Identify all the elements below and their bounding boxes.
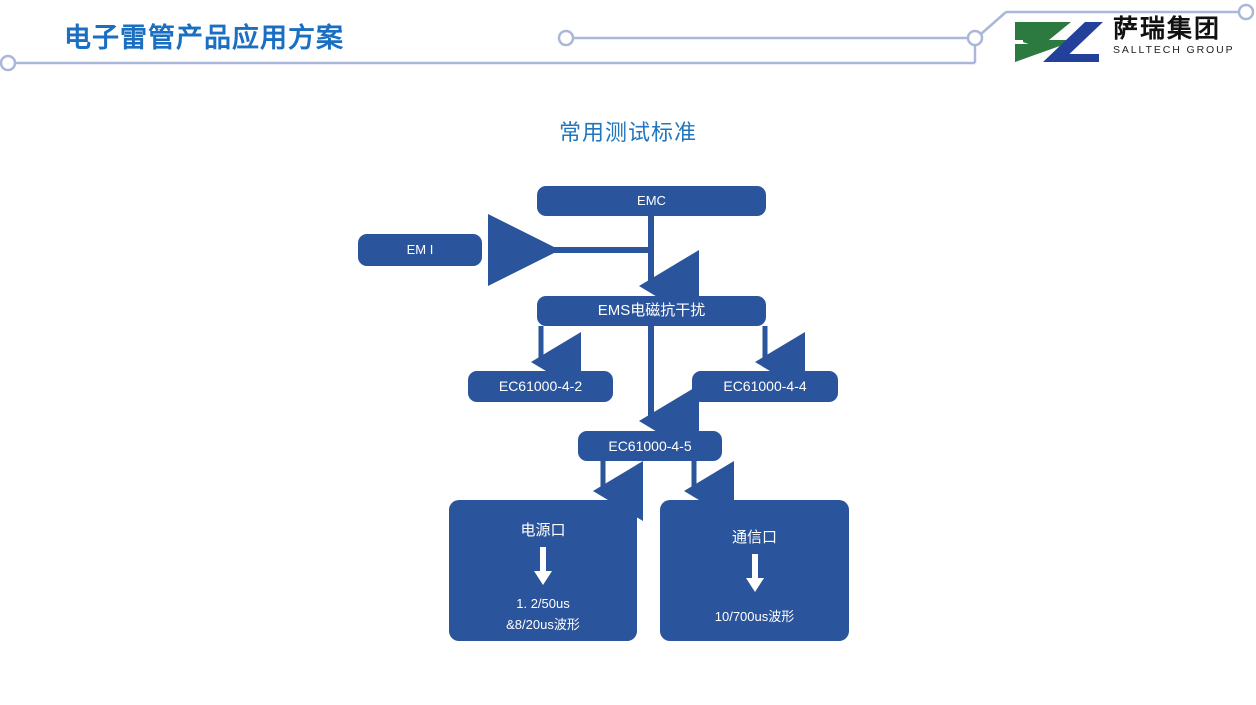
logo-name-cn: 萨瑞集团: [1113, 15, 1222, 43]
power-port-arrow-icon: [449, 546, 637, 587]
salltech-logo-mark: [1015, 22, 1103, 62]
logo-name-en: SALLTECH GROUP: [1113, 44, 1235, 56]
power-port-title: 电源口: [520, 521, 566, 539]
node-emc[interactable]: EMC: [537, 186, 766, 216]
node-ems[interactable]: EMS电磁抗干扰: [537, 296, 766, 326]
comm-port-arrow-icon: [660, 554, 849, 594]
comm-port-title: 通信口: [731, 528, 777, 546]
logo-wordmark: 萨瑞集团 SALLTECH GROUP: [1113, 16, 1235, 57]
node-emi[interactable]: EM I: [358, 234, 482, 266]
diagram-title: 常用测试标准: [558, 120, 697, 145]
node-iec61000-4-5[interactable]: EC61000-4-5: [578, 431, 722, 461]
company-logo: 萨瑞集团 SALLTECH GROUP: [1009, 16, 1233, 66]
node-iec61000-4-4[interactable]: EC61000-4-4: [692, 371, 838, 402]
power-port-waveform-line2: &8/20us波形: [506, 616, 580, 632]
header-decoration: [0, 3, 1255, 72]
node-iec61000-4-2[interactable]: EC61000-4-2: [468, 371, 613, 402]
node-comm-port[interactable]: 通信口 10/700us波形: [660, 500, 849, 641]
comm-port-waveform-line1: 10/700us波形: [714, 609, 795, 625]
page-title: 电子雷管产品应用方案: [64, 23, 344, 53]
power-port-waveform-line1: 1. 2/50us: [516, 595, 570, 611]
node-power-port[interactable]: 电源口 1. 2/50us &8/20us波形: [449, 500, 637, 641]
